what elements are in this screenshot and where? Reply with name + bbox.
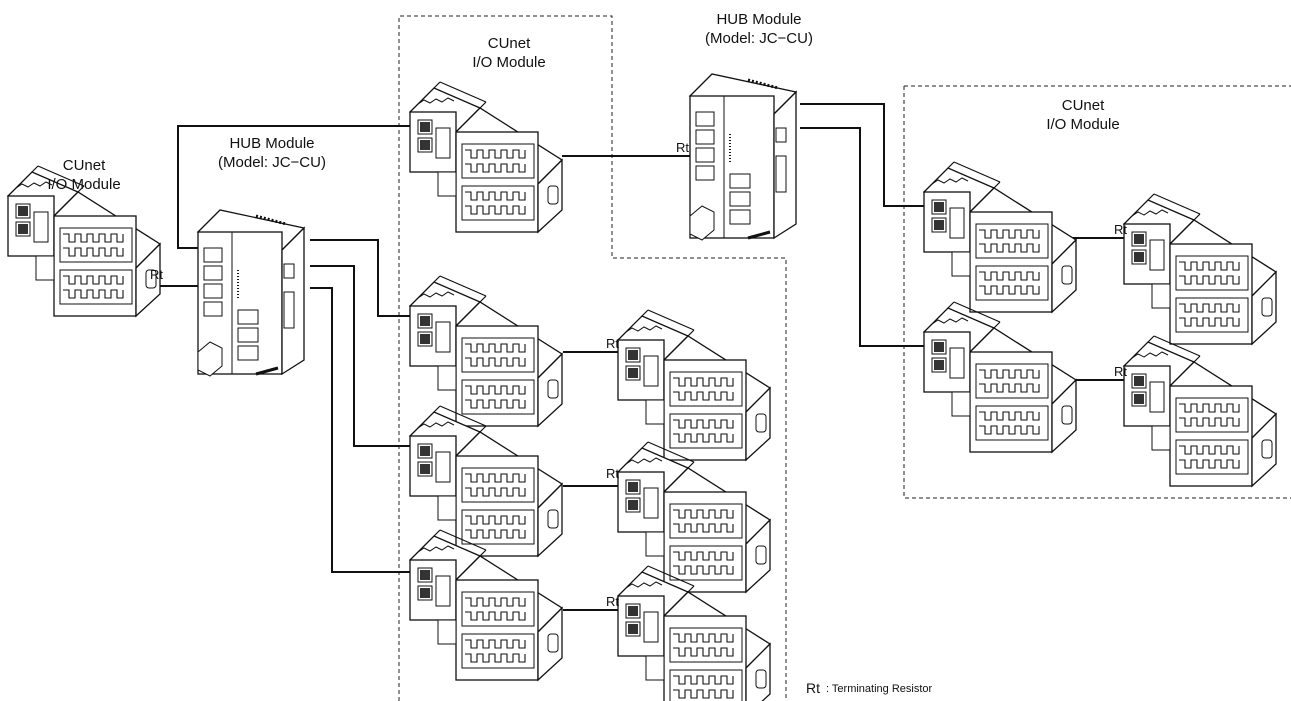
io-module-right-2 bbox=[923, 301, 1077, 453]
hub-module-left bbox=[196, 208, 306, 378]
rt-marker: Rt bbox=[150, 267, 163, 282]
io-module-center-1 bbox=[409, 275, 563, 427]
legend: Rt : Terminating Resistor bbox=[806, 680, 933, 696]
label-io-center-line1: CUnet bbox=[488, 35, 531, 52]
label-hub-center-line1: HUB Module bbox=[716, 11, 801, 28]
label-hub-center-line2: (Model: JC−CU) bbox=[705, 30, 813, 47]
right-group-boundary bbox=[903, 85, 1291, 499]
label-hub-left-line2: (Model: JC−CU) bbox=[218, 154, 326, 171]
io-module-right-1 bbox=[923, 161, 1077, 313]
hub-module-center bbox=[688, 72, 798, 242]
io-module-right-2b bbox=[1123, 335, 1277, 487]
label-io-right-line1: CUnet bbox=[1062, 97, 1105, 114]
legend-symbol: Rt bbox=[806, 680, 820, 696]
label-io-left-line2: I/O Module bbox=[47, 176, 120, 193]
rt-marker: Rt bbox=[1114, 222, 1127, 237]
io-module-right-1b bbox=[1123, 193, 1277, 345]
label-hub-left-line1: HUB Module bbox=[229, 135, 314, 152]
label-io-center-line2: I/O Module bbox=[472, 54, 545, 71]
rt-marker: Rt bbox=[606, 594, 619, 609]
rt-marker: Rt bbox=[606, 336, 619, 351]
center-group-boundary bbox=[398, 15, 787, 701]
io-module-center-2b bbox=[617, 441, 771, 593]
io-module-center-1b bbox=[617, 309, 771, 461]
io-module-center-top bbox=[409, 81, 563, 233]
io-module-center-2 bbox=[409, 405, 563, 557]
rt-marker: Rt bbox=[676, 140, 689, 155]
rt-marker: Rt bbox=[1114, 364, 1127, 379]
rt-marker: Rt bbox=[606, 466, 619, 481]
legend-text: : Terminating Resistor bbox=[826, 683, 933, 695]
label-io-right-line2: I/O Module bbox=[1046, 116, 1119, 133]
label-io-left-line1: CUnet bbox=[63, 157, 106, 174]
